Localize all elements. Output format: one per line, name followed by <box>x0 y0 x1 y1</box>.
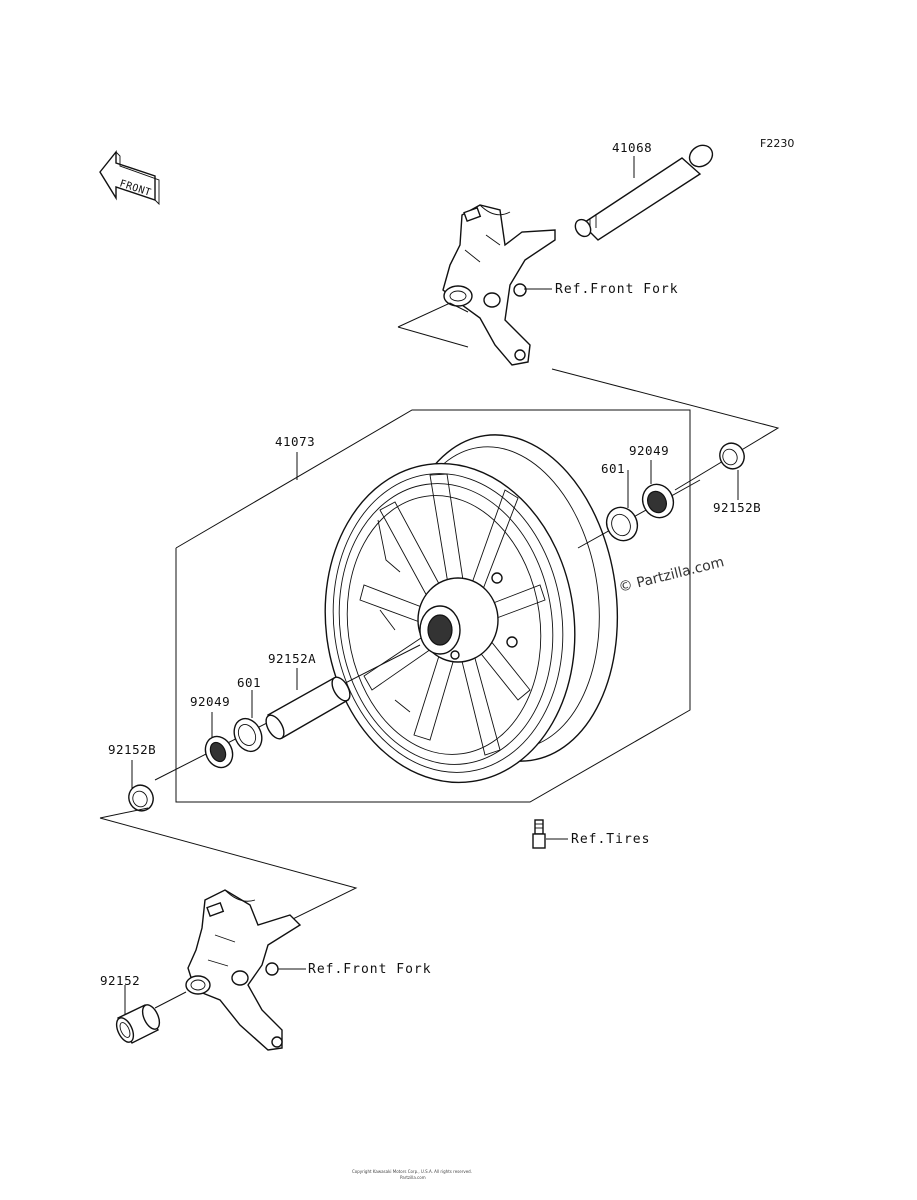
ref-front-fork-bottom: Ref.Front Fork <box>308 962 432 977</box>
axle-part-number: 41068 <box>612 140 652 155</box>
ref-tires: Ref.Tires <box>571 832 650 847</box>
seal-left-part-number: 92049 <box>190 694 230 709</box>
bearing-left-part-number: 601 <box>237 675 261 690</box>
front-wheel <box>324 434 619 784</box>
bearing-right <box>605 506 639 542</box>
bearing-right-part-number: 601 <box>601 461 625 476</box>
right-fork-leg-illustration <box>442 204 556 366</box>
figure-code: F2230 <box>760 137 794 150</box>
front-axle <box>574 144 714 241</box>
tire-valve <box>532 819 546 849</box>
watermark: © Partzilla.com <box>617 554 726 596</box>
collar-a <box>265 676 351 740</box>
bearing-left <box>233 717 263 753</box>
footer-line-1: Copyright Kawasaki Motors Corp., U.S.A. … <box>352 1169 472 1174</box>
wheel-part-number: 41073 <box>275 434 315 449</box>
collar-right <box>719 442 745 470</box>
collar-a-part-number: 92152A <box>268 651 316 666</box>
footer-line-2: Partzilla.com <box>400 1175 426 1180</box>
collar-right-part-number: 92152B <box>713 500 761 515</box>
left-fork-leg-illustration <box>185 889 302 1051</box>
front-direction-arrow: FRONT <box>99 150 160 206</box>
collar-left-part-number: 92152B <box>108 742 156 757</box>
seal-left <box>204 735 234 769</box>
collar-bottom <box>115 1004 161 1044</box>
seal-right <box>641 483 675 519</box>
collar-left <box>128 784 154 812</box>
collar-bottom-part-number: 92152 <box>100 973 140 988</box>
ref-front-fork-top: Ref.Front Fork <box>555 282 679 297</box>
seal-right-part-number: 92049 <box>629 443 669 458</box>
